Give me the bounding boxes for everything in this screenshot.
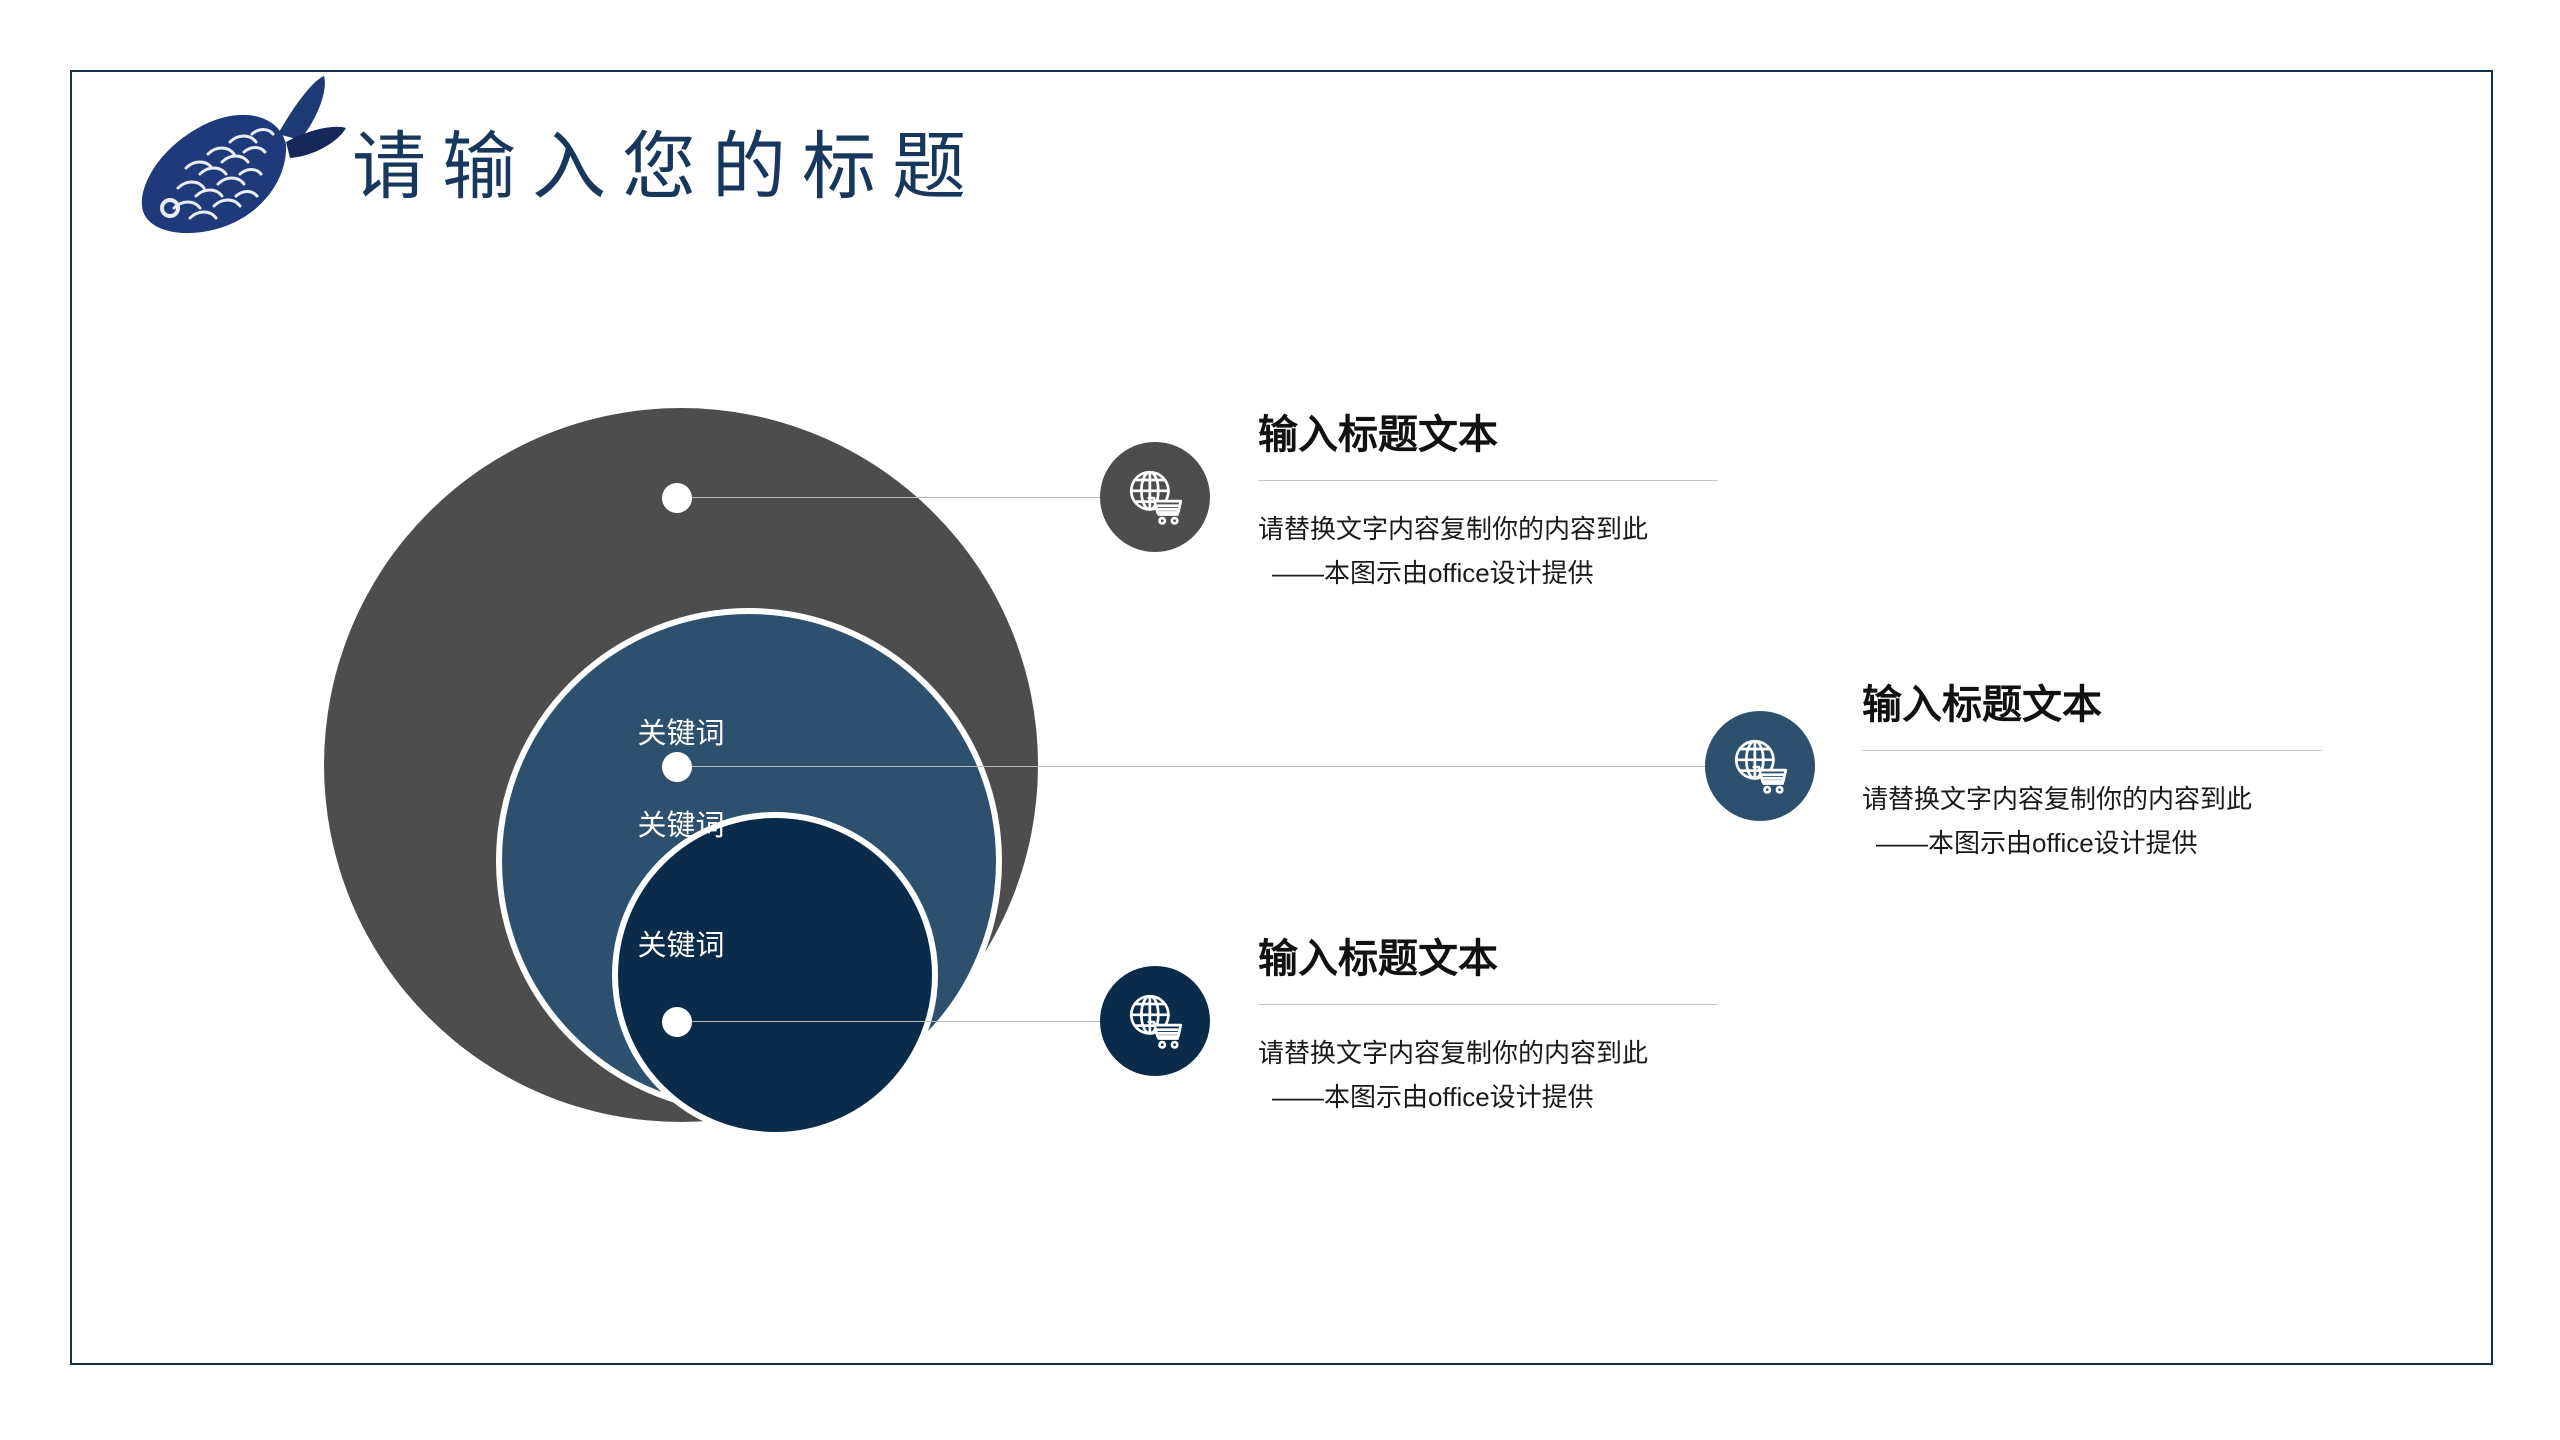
globe-cart-icon bbox=[1727, 733, 1793, 799]
page-title: 请输入您的标题 bbox=[352, 127, 982, 209]
concentric-circles-diagram: 关键词 关键词 关键词 bbox=[300, 380, 1100, 1140]
callout-1-heading: 输入标题文本 bbox=[1258, 413, 1498, 457]
connector-dot-1 bbox=[662, 483, 692, 513]
connector-line-2 bbox=[680, 766, 1770, 767]
callout-2-body-line2: ——本图示由office设计提供 bbox=[1876, 828, 2198, 859]
callout-2-divider bbox=[1862, 750, 2322, 751]
callout-1-body-line1: 请替换文字内容复制你的内容到此 bbox=[1258, 514, 1649, 544]
callout-1-body-line2: ——本图示由office设计提供 bbox=[1272, 558, 1594, 589]
callout-3-divider bbox=[1258, 1004, 1718, 1005]
connector-dot-3 bbox=[662, 1007, 692, 1037]
callout-2-icon-badge[interactable] bbox=[1705, 711, 1815, 821]
globe-cart-icon bbox=[1122, 464, 1188, 530]
callout-1-divider bbox=[1258, 480, 1718, 481]
callout-3: 输入标题文本 请替换文字内容复制你的内容到此 ——本图示由office设计提供 bbox=[1258, 936, 1718, 1119]
callout-2-body-line1: 请替换文字内容复制你的内容到此 bbox=[1862, 784, 2253, 814]
callout-2: 输入标题文本 请替换文字内容复制你的内容到此 ——本图示由office设计提供 bbox=[1862, 682, 2322, 865]
callout-1-icon-badge[interactable] bbox=[1100, 442, 1210, 552]
ring-outer-label: 关键词 bbox=[637, 718, 725, 750]
ring-inner[interactable] bbox=[612, 812, 938, 1138]
slide-border-frame bbox=[70, 70, 2493, 1365]
callout-3-body-line1: 请替换文字内容复制你的内容到此 bbox=[1258, 1038, 1649, 1068]
connector-line-1 bbox=[680, 497, 1120, 498]
connector-line-3 bbox=[680, 1021, 1120, 1022]
callout-3-body-line2: ——本图示由office设计提供 bbox=[1272, 1082, 1594, 1113]
callout-1: 输入标题文本 请替换文字内容复制你的内容到此 ——本图示由office设计提供 bbox=[1258, 412, 1718, 595]
globe-cart-icon bbox=[1122, 988, 1188, 1054]
callout-3-icon-badge[interactable] bbox=[1100, 966, 1210, 1076]
fish-icon bbox=[128, 72, 354, 258]
ring-inner-label: 关键词 bbox=[637, 930, 725, 962]
callout-2-heading: 输入标题文本 bbox=[1862, 683, 2102, 727]
connector-dot-2 bbox=[662, 752, 692, 782]
callout-3-heading: 输入标题文本 bbox=[1258, 937, 1498, 981]
ring-middle-label: 关键词 bbox=[637, 810, 725, 842]
